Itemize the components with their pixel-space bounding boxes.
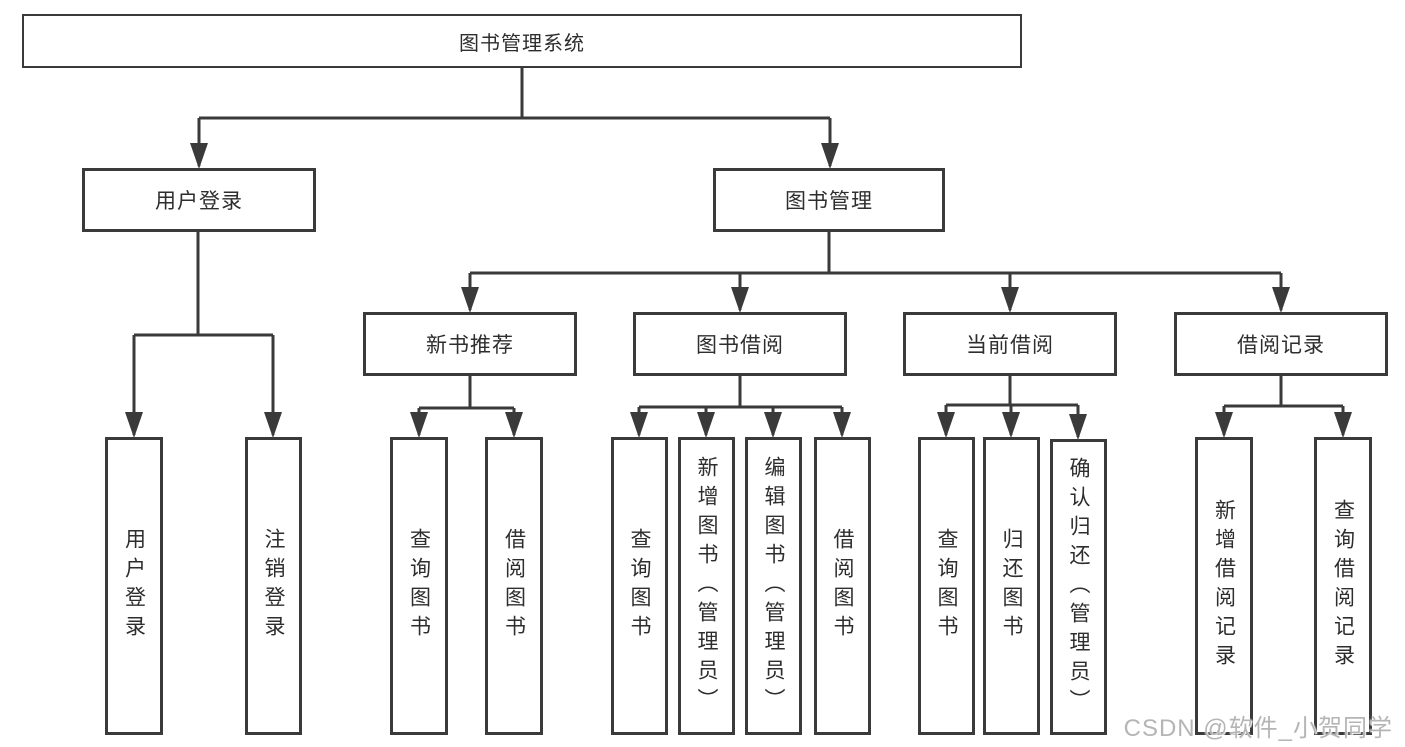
node-library-management-system: 图书管理系统 (22, 14, 1022, 68)
leaf-user-login: 用户登录 (105, 437, 163, 735)
leaf-current-confirm-return-admin: 确认归还（管理员） (1050, 439, 1107, 735)
leaf-logout: 注销登录 (245, 437, 302, 735)
node-borrowing-records: 借阅记录 (1174, 312, 1388, 376)
csdn-watermark: CSDN @软件_小贺同学 (1123, 715, 1393, 742)
node-new-book-recommendation: 新书推荐 (363, 312, 577, 376)
leaf-records-add-record: 新增借阅记录 (1195, 437, 1253, 735)
leaf-current-query-books: 查询图书 (918, 437, 975, 735)
leaf-borrow-edit-books-admin: 编辑图书（管理员） (745, 437, 802, 735)
leaf-borrow-add-books-admin: 新增图书（管理员） (678, 437, 735, 735)
leaf-newbooks-query-books: 查询图书 (390, 437, 448, 735)
node-book-management: 图书管理 (713, 168, 945, 232)
leaf-borrow-query-books: 查询图书 (611, 437, 668, 735)
node-book-borrowing: 图书借阅 (633, 312, 847, 376)
leaf-borrow-borrow-books: 借阅图书 (814, 437, 871, 735)
node-user-login: 用户登录 (82, 168, 316, 232)
node-current-borrowing: 当前借阅 (903, 312, 1117, 376)
leaf-records-query-record: 查询借阅记录 (1314, 437, 1372, 735)
leaf-current-return-books: 归还图书 (983, 437, 1040, 735)
leaf-newbooks-borrow-books: 借阅图书 (485, 437, 543, 735)
